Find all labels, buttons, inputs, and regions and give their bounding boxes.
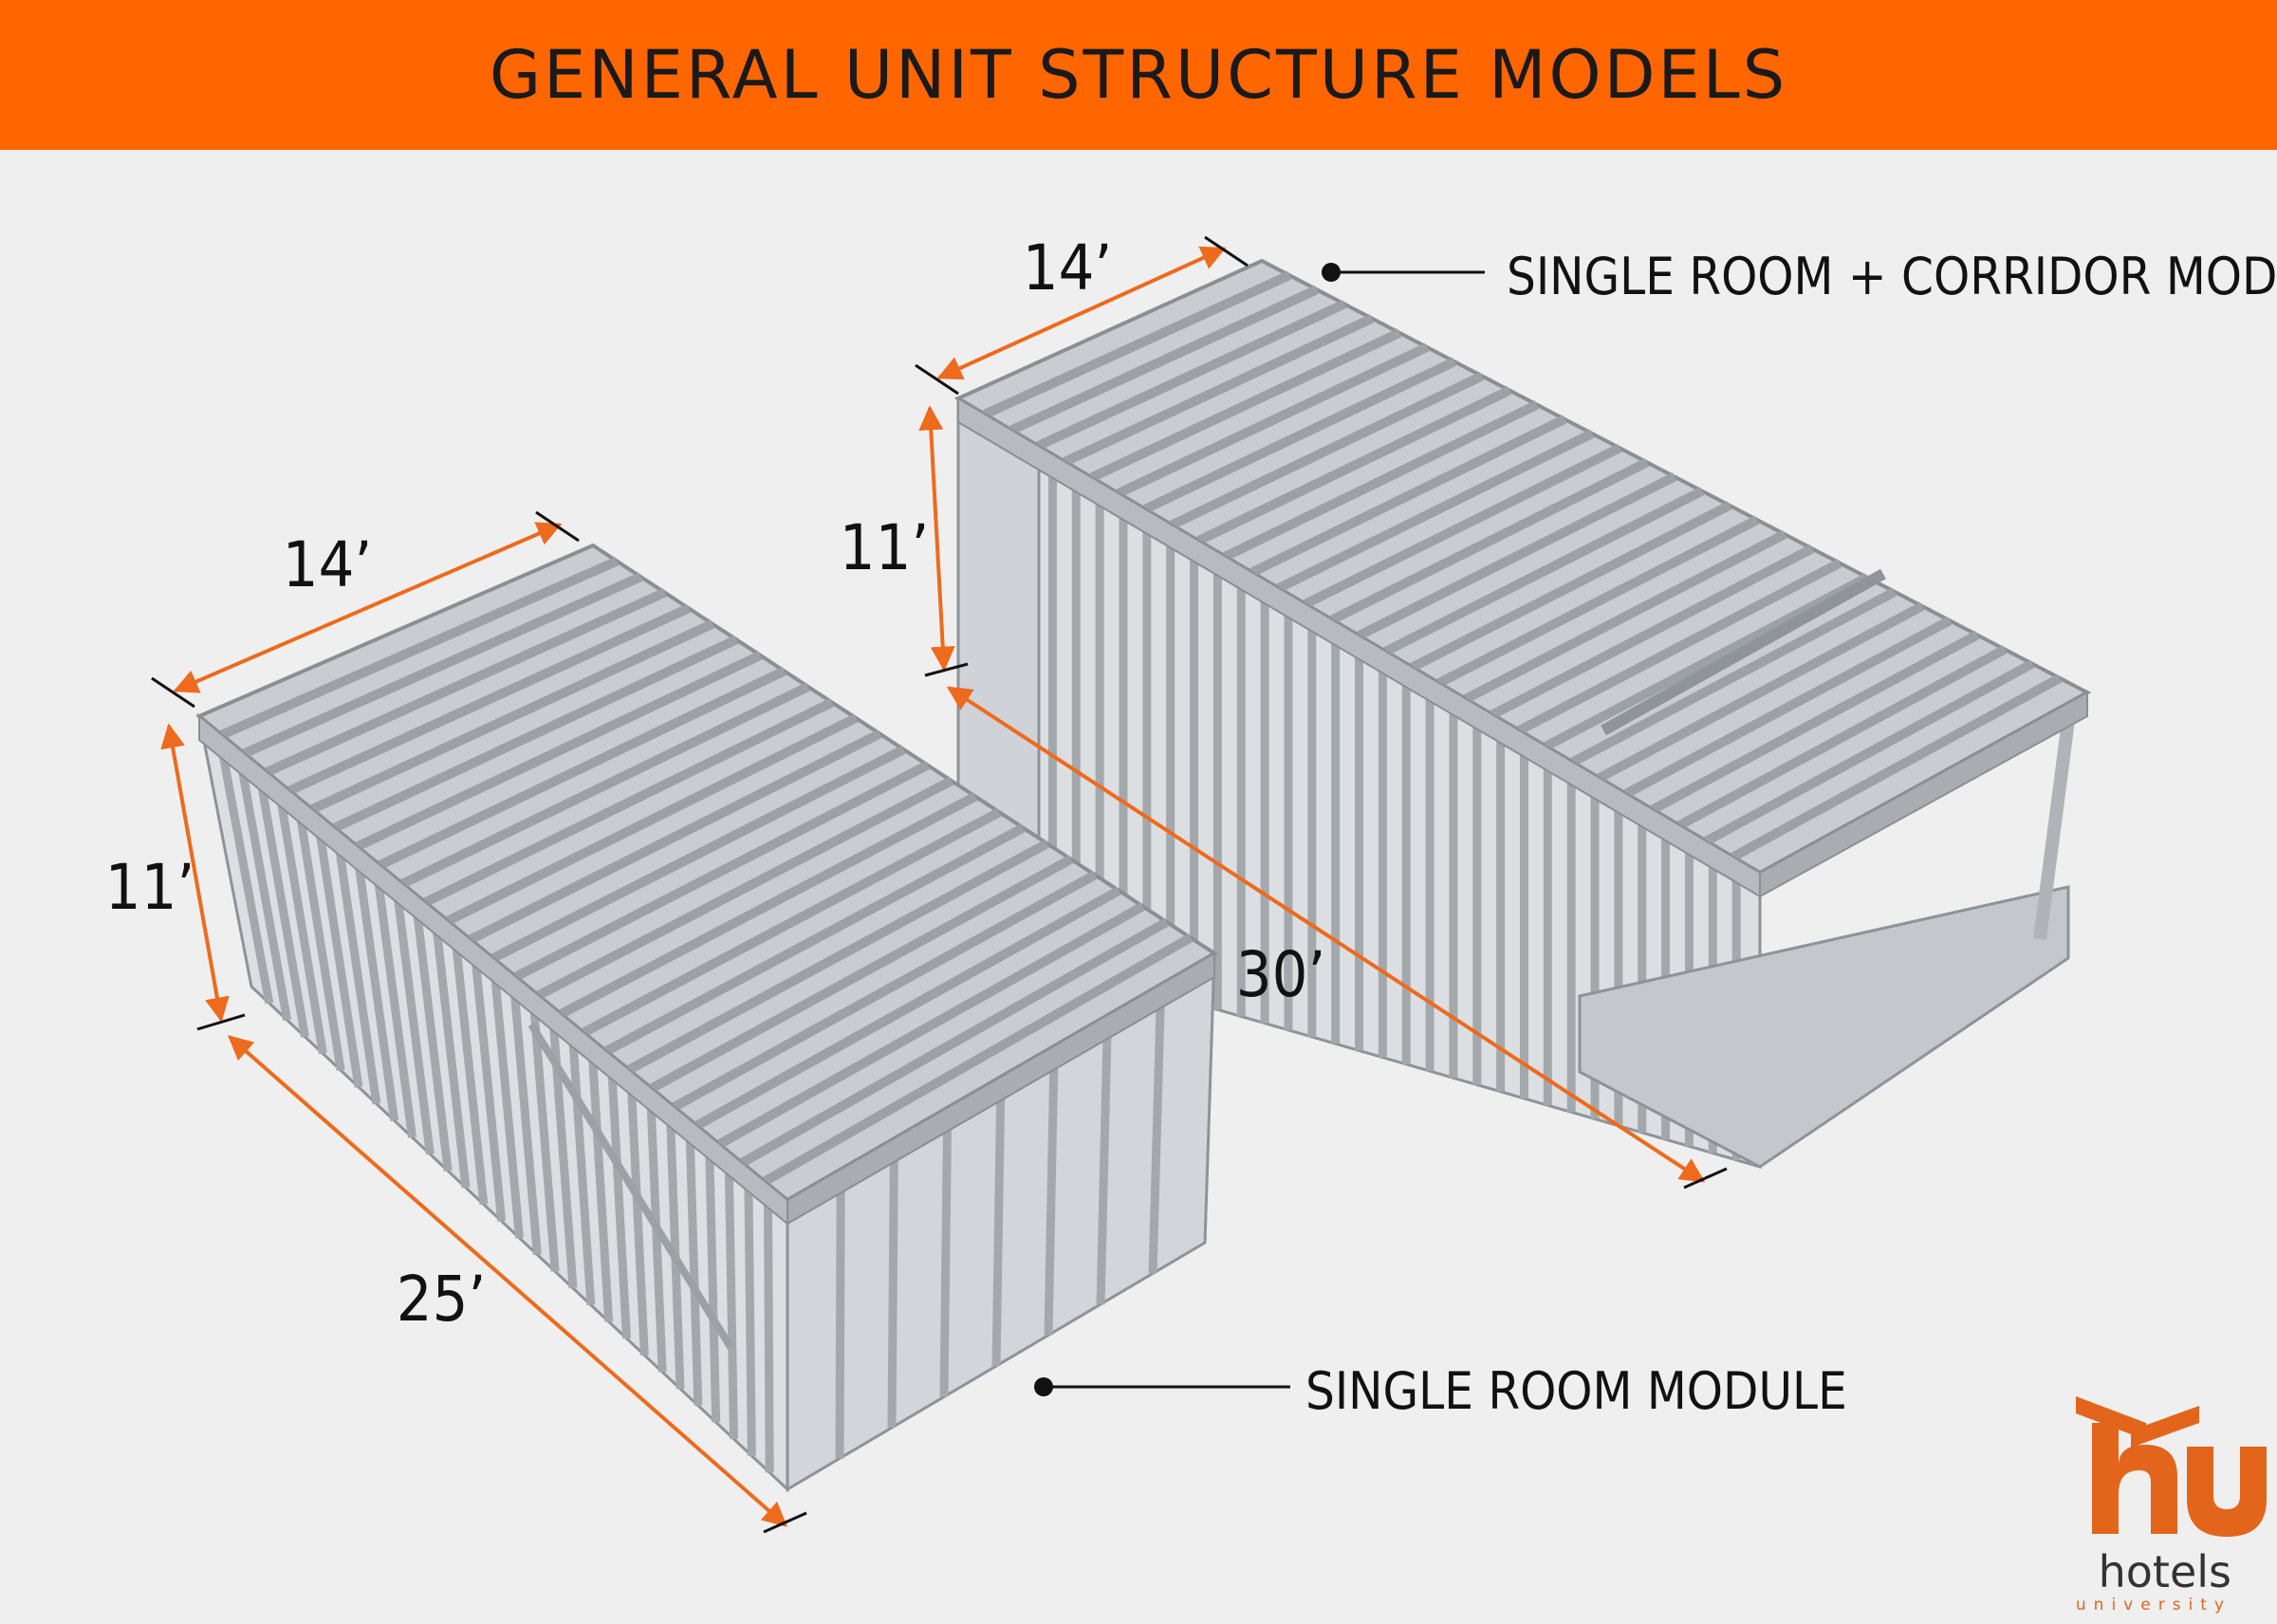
roof-joist <box>1223 400 1540 562</box>
roof-joist <box>446 713 859 926</box>
roof-joist <box>400 682 810 889</box>
cm-width-label: 14’ <box>1023 231 1112 304</box>
wall-stud <box>292 796 345 1072</box>
logo-subtitle-text: university <box>2076 1596 2231 1615</box>
sr-height-label: 11’ <box>105 851 194 924</box>
wall-stud <box>1044 1045 1059 1336</box>
wall-stud <box>253 764 309 1038</box>
cm-height-dimension-line <box>918 405 955 672</box>
roof-joist <box>1250 415 1567 577</box>
logo-brand-text: hotels <box>2099 1546 2231 1597</box>
roof-joist <box>1116 342 1430 498</box>
roof-joist <box>1410 501 1732 672</box>
roof-joist <box>423 697 835 907</box>
sr-width-dimension-line <box>173 522 563 693</box>
cm-length-label: 30’ <box>1236 938 1325 1011</box>
wall-stud <box>724 1151 738 1440</box>
wall-stud <box>887 1137 898 1429</box>
cm-width-dimension-line <box>936 246 1227 380</box>
wall-stud <box>939 1107 953 1397</box>
roof-joist <box>1463 529 1787 704</box>
cm-length-dimension-line <box>946 686 1706 1183</box>
sr-width-label: 14’ <box>283 528 372 601</box>
roof-joist <box>536 776 954 1000</box>
roof-joist <box>582 807 1002 1037</box>
roof-joist <box>1276 429 1595 593</box>
roof-joist <box>1677 645 2008 830</box>
roof-joist <box>1089 328 1402 482</box>
roof-joist <box>1303 443 1622 609</box>
roof-joist <box>287 603 691 796</box>
roof-joist <box>1063 314 1375 467</box>
page-title: GENERAL UNIT STRUCTURE MODELS <box>489 36 1788 114</box>
title-banner: GENERAL UNIT STRUCTURE MODELS <box>0 0 2277 150</box>
roof-joist <box>310 619 715 814</box>
corridor-module-label: SINGLE ROOM + CORRIDOR MODULE <box>1507 247 2277 306</box>
wall-stud <box>233 747 292 1022</box>
roof-joist <box>468 729 882 944</box>
hotels-university-logo: hotels university <box>2076 1396 2267 1615</box>
roof-joist <box>1143 357 1457 514</box>
roof-joist <box>355 651 763 851</box>
roof-joist <box>1436 515 1760 688</box>
roof-joist <box>1330 457 1650 624</box>
hu-monogram-icon <box>2076 1396 2267 1537</box>
roof-joist <box>1170 371 1485 529</box>
roof-joist <box>1704 659 2035 846</box>
wall-stud <box>835 1169 845 1459</box>
wall-stud <box>744 1167 756 1456</box>
roof-joist <box>1731 674 2063 861</box>
roof-joist <box>1357 472 1677 640</box>
roof-joist <box>1650 630 1980 814</box>
wall-stud <box>763 1183 774 1473</box>
wall-stud <box>273 780 327 1055</box>
corridor-module-callout: SINGLE ROOM + CORRIDOR MODULE <box>1322 247 2277 306</box>
single-room-module-callout: SINGLE ROOM MODULE <box>1034 1361 1847 1421</box>
wall-stud <box>991 1076 1006 1367</box>
roof-joist <box>1196 385 1512 545</box>
sr-height-dimension-line <box>160 723 230 1023</box>
cm-height-label: 11’ <box>840 511 929 584</box>
roof-joist <box>332 635 739 833</box>
sr-length-dimension-line <box>228 1035 787 1527</box>
roof-joist <box>491 745 906 963</box>
sr-length-label: 25’ <box>397 1263 486 1336</box>
single-room-module-label: SINGLE ROOM MODULE <box>1305 1361 1847 1421</box>
roof-joist <box>513 761 930 982</box>
roof-joist <box>559 792 978 1019</box>
roof-joist <box>378 666 787 870</box>
roof-joist <box>1383 487 1705 656</box>
